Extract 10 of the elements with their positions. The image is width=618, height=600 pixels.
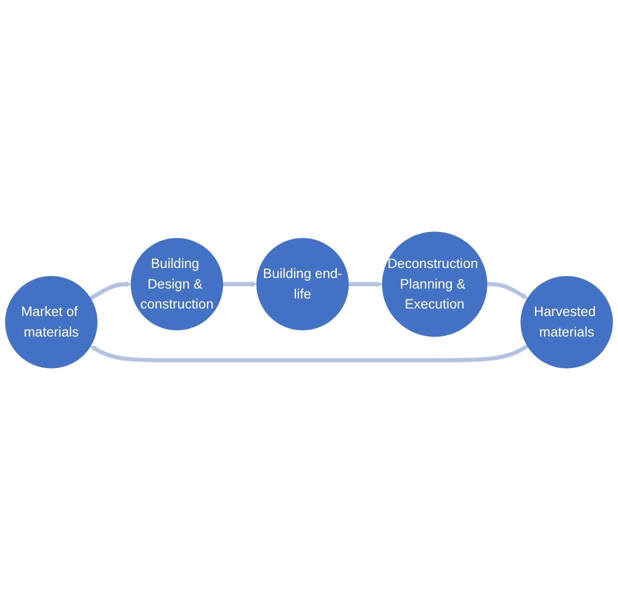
node-circle: Deconstruction Planning & Execution [382,232,488,337]
arrow [222,281,257,288]
node-circle: Building end-life [256,238,349,330]
arrow [348,281,383,288]
node-circle: Harvested materials [520,276,613,368]
arrow [89,281,132,300]
node-circle: Market of materials [5,276,98,368]
arrow [90,344,529,362]
node-circle: Building Design & construction [130,238,224,330]
arrow [486,282,528,299]
